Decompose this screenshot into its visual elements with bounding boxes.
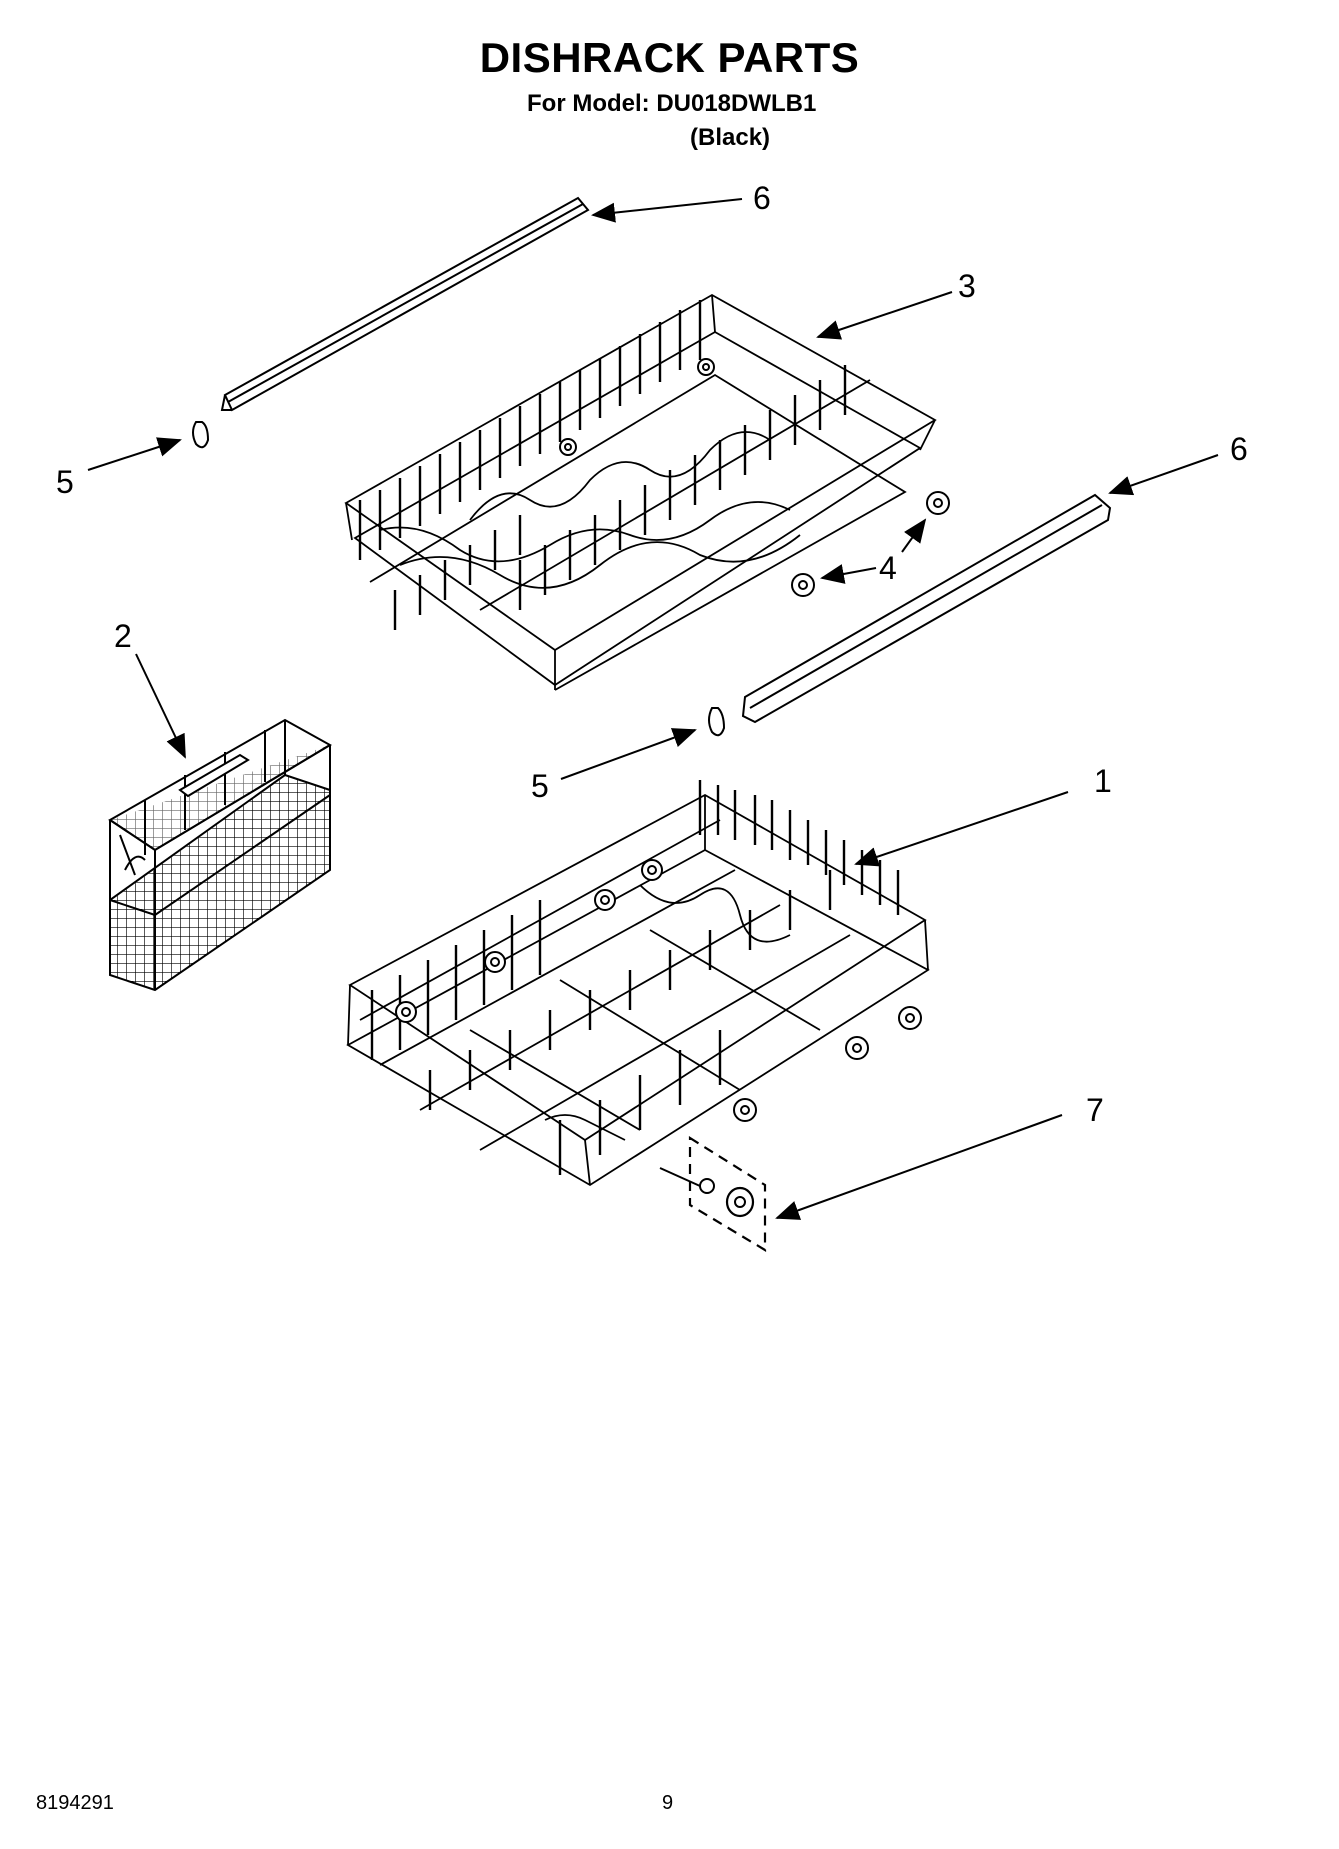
callout-6-lower-rail: 6 — [1230, 431, 1248, 467]
callout-2-basket: 2 — [114, 618, 132, 654]
callout-4-rollers: 4 — [879, 550, 897, 586]
callout-numbers: 6 3 5 6 4 2 5 1 7 — [56, 180, 1248, 1128]
lower-rack-wheel — [395, 859, 922, 1122]
rail-end-cap-upper — [192, 421, 210, 449]
rail-end-cap-lower — [708, 707, 726, 737]
callout-6-upper-rail: 6 — [753, 180, 771, 216]
upper-dishrack — [344, 293, 937, 691]
callout-3-upper-rack: 3 — [958, 268, 976, 304]
page-title: DISHRACK PARTS — [479, 34, 860, 81]
document-number: 8194291 — [36, 1792, 114, 1814]
lower-rack-wheel-kit — [659, 1136, 767, 1252]
upper-rack-roller — [791, 491, 950, 597]
lower-dishrack — [346, 780, 930, 1187]
rack-rail-lower — [741, 493, 1112, 724]
callout-5-lower-cap: 5 — [531, 768, 549, 804]
model-subtitle: For Model: DU018DWLB1 — [527, 90, 817, 117]
callout-1-lower-rack: 1 — [1094, 763, 1112, 799]
upper-rack-wheel-mount — [559, 358, 715, 456]
silverware-basket — [108, 718, 332, 992]
page-number: 9 — [662, 1792, 674, 1814]
color-variant: (Black) — [690, 124, 771, 151]
callout-5-upper-cap: 5 — [56, 464, 74, 500]
rack-rail-upper — [220, 196, 590, 412]
callout-7-wheel-kit: 7 — [1086, 1092, 1104, 1128]
callout-leaders — [87, 198, 1219, 1220]
